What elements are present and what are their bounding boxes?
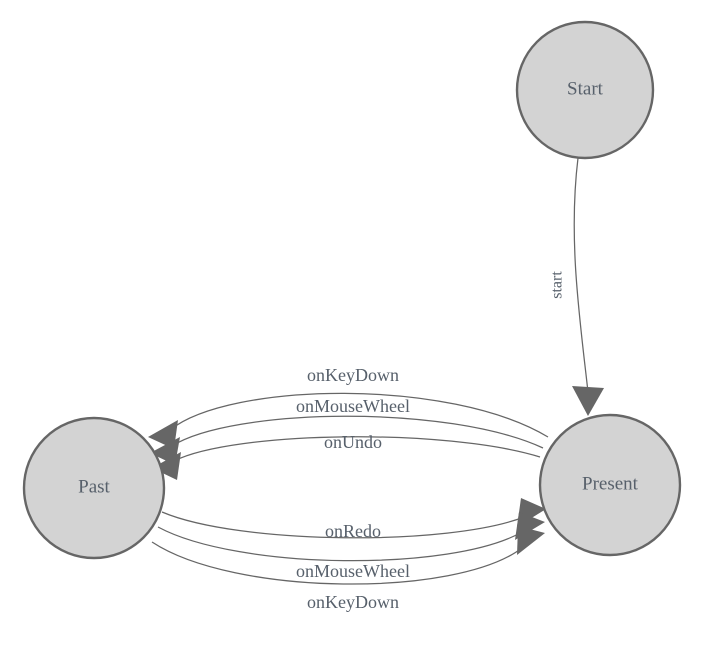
edge-redo-path (161, 511, 525, 539)
edge-keydown-dn-arrowhead (517, 526, 545, 555)
edge-keydown-up-path (169, 392, 549, 438)
edge-mousewheel-up-path (171, 415, 544, 449)
edge-redo-label: onRedo (325, 521, 381, 541)
node-start[interactable]: Start (515, 20, 655, 160)
node-present[interactable]: Present (538, 413, 682, 557)
edge-start[interactable]: start (549, 157, 604, 416)
node-past[interactable]: Past (22, 416, 166, 560)
node-start-label: Start (567, 78, 604, 99)
edge-keydown-up[interactable]: onKeyDown (148, 365, 549, 449)
edge-mousewheel-dn-path (157, 526, 523, 562)
node-start-circle (515, 20, 655, 160)
node-past-label: Past (78, 476, 110, 497)
node-present-label: Present (582, 473, 639, 494)
edge-undo-label: onUndo (324, 432, 382, 452)
edge-keydown-dn-path (151, 541, 523, 585)
node-past-circle (22, 416, 166, 560)
node-present-circle (538, 413, 682, 557)
edge-keydown-up-arrowhead (148, 420, 178, 449)
edge-undo-path (173, 436, 541, 462)
edge-undo-arrowhead (152, 452, 181, 480)
edge-mousewheel-up-label: onMouseWheel (296, 396, 410, 416)
edge-mousewheel-up[interactable]: onMouseWheel (150, 396, 544, 465)
edge-mousewheel-dn-label: onMouseWheel (296, 561, 410, 581)
edge-start-path (573, 157, 589, 393)
edge-keydown-dn[interactable]: onKeyDown (151, 526, 545, 612)
edge-undo[interactable]: onUndo (152, 432, 541, 480)
edge-keydown-dn-label: onKeyDown (307, 592, 399, 612)
edge-keydown-up-label: onKeyDown (307, 365, 399, 385)
edge-start-arrowhead (572, 386, 604, 416)
edge-start-label: start (549, 271, 566, 299)
edge-redo[interactable]: onRedo (161, 498, 546, 541)
